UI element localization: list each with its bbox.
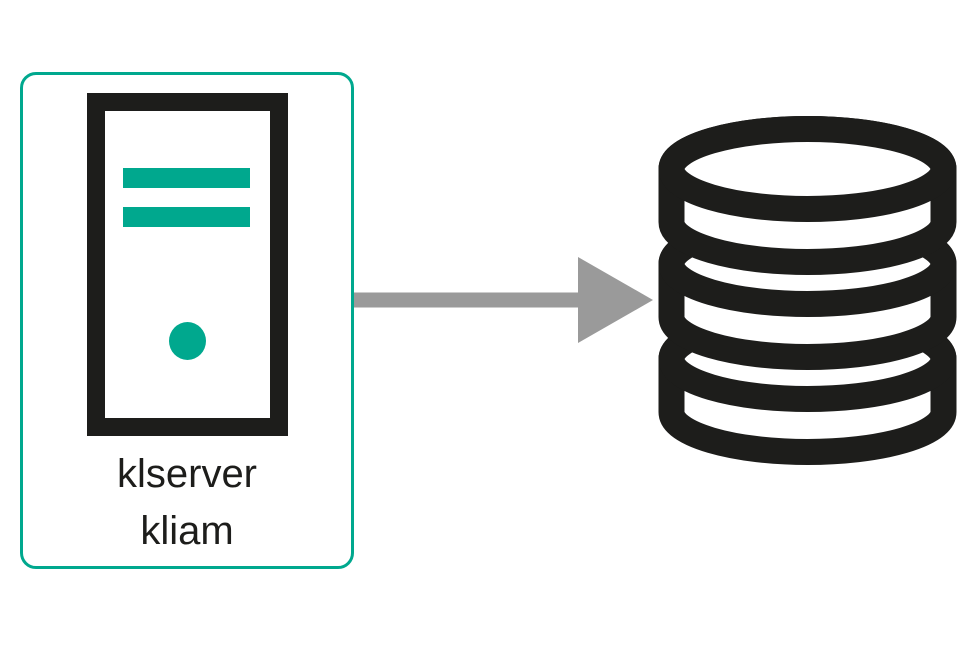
database-disk-top	[658, 116, 957, 275]
server-drive-bar-icon	[123, 168, 250, 188]
server-power-dot-icon	[169, 322, 206, 360]
server-node-label: klserver kliam	[23, 446, 351, 560]
server-node: klserver kliam	[20, 72, 354, 569]
server-label-line1: klserver	[116, 452, 258, 496]
database-icon	[658, 116, 957, 465]
server-drive-bar-icon	[123, 207, 250, 227]
server-tower-icon	[87, 93, 288, 436]
server-label-line2: kliam	[140, 509, 234, 553]
connection-arrow-icon	[354, 257, 653, 343]
